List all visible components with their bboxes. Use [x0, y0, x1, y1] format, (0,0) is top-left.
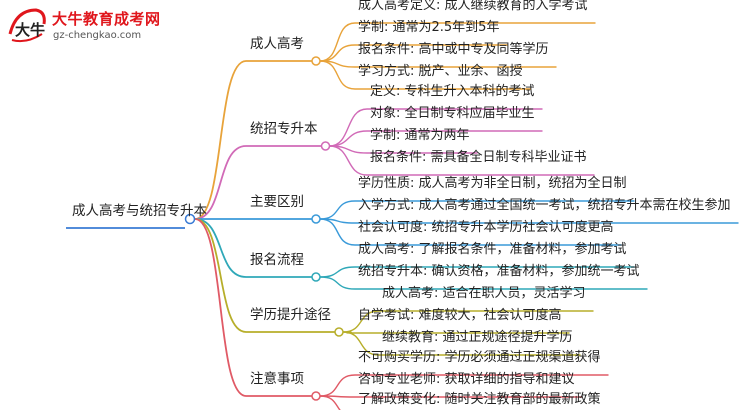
child-link-0-3: [319, 60, 531, 90]
mindmap-node-circles: [184, 56, 344, 401]
branch-node-circle-5: [311, 391, 321, 401]
child-label-4-0[interactable]: 成人高考: 适合在职人员，灵活学习: [382, 286, 586, 301]
branch-link-5: [194, 218, 247, 397]
branch-label-4[interactable]: 学历提升途径: [250, 307, 331, 323]
mindmap-links: [66, 22, 739, 410]
branch-link-3: [194, 218, 247, 278]
branch-link-0: [194, 60, 247, 220]
branch-label-5[interactable]: 注意事项: [250, 371, 304, 387]
child-label-3-1[interactable]: 统招专升本: 确认资格，准备材料，参加统一考试: [358, 264, 640, 279]
child-label-2-0[interactable]: 学历性质: 成人高考为非全日制，统招为全日制: [358, 176, 627, 191]
child-label-2-2[interactable]: 社会认可度: 统招专升本学历社会认可度更高: [358, 220, 614, 235]
child-label-5-2[interactable]: 了解政策变化: 随时关注教育部的最新政策: [358, 392, 601, 407]
child-link-2-2: [319, 218, 622, 246]
child-label-1-3[interactable]: 报名条件: 需具备全日制专科毕业证书: [370, 150, 587, 165]
root-node-label[interactable]: 成人高考与统招专升本: [72, 203, 207, 219]
site-logo[interactable]: 大牛 大牛教育成考网 gz-chengkao.com: [6, 4, 176, 50]
child-link-5-2: [319, 395, 341, 410]
branch-label-1[interactable]: 统招专升本: [250, 121, 318, 137]
child-link-1-1: [329, 130, 543, 147]
child-link-1-3: [329, 145, 595, 176]
branch-link-4: [194, 218, 247, 333]
branch-node-circle-4: [334, 327, 344, 337]
logo-mark-icon: 大牛: [8, 8, 46, 43]
child-link-4-0: [342, 310, 594, 333]
child-label-5-1[interactable]: 咨询专业老师: 获取详细的指导和建议: [358, 372, 575, 387]
branch-link-1: [194, 145, 247, 220]
logo-url: gz-chengkao.com: [53, 30, 142, 41]
child-label-0-3[interactable]: 学习方式: 脱产、业余、函授: [358, 64, 523, 79]
logo-title: 大牛教育成考网: [52, 10, 161, 28]
logo-mark-text: 大牛: [15, 21, 45, 39]
child-label-1-2[interactable]: 学制: 通常为两年: [370, 128, 470, 143]
branch-node-circle-0: [311, 56, 321, 66]
branch-label-2[interactable]: 主要区别: [250, 194, 304, 210]
branch-node-circle-3: [311, 272, 321, 282]
branch-label-3[interactable]: 报名流程: [250, 252, 304, 268]
child-label-0-2[interactable]: 报名条件: 高中或中专及同等学历: [358, 42, 549, 57]
child-label-0-1[interactable]: 学制: 通常为2.5年到5年: [358, 20, 500, 35]
child-label-2-1[interactable]: 入学方式: 成人高考通过全国统一考试，统招专升本需在校生参加: [358, 198, 731, 213]
branch-node-circle-2: [311, 214, 321, 224]
child-label-4-2[interactable]: 继续教育: 通过正规途径提升学历: [382, 330, 573, 345]
child-link-3-1: [319, 276, 648, 290]
child-label-0-0[interactable]: 成人高考定义: 成人继续教育的入学考试: [358, 0, 588, 13]
root-node-circle: [184, 213, 196, 225]
child-label-5-0[interactable]: 不可购买学历: 学历必须通过正规渠道获得: [358, 350, 601, 365]
child-link-0-0: [319, 22, 596, 62]
child-label-3-0[interactable]: 成人高考: 了解报名条件，准备材料，参加考试: [358, 242, 627, 257]
child-link-3-0: [319, 266, 635, 278]
child-label-1-0[interactable]: 定义: 专科生升入本科的考试: [370, 84, 535, 99]
child-label-1-1[interactable]: 对象: 全日制专科应届毕业生: [370, 106, 535, 121]
child-link-1-0: [329, 108, 543, 147]
child-link-2-0: [319, 200, 635, 220]
child-link-5-0: [319, 374, 609, 397]
branch-node-circle-1: [320, 141, 331, 151]
child-label-4-1[interactable]: 自学考试: 难度较大，社会认可度高: [358, 308, 562, 323]
child-link-0-1: [319, 44, 508, 62]
child-link-4-2: [342, 331, 581, 356]
branch-label-0[interactable]: 成人高考: [250, 36, 304, 52]
